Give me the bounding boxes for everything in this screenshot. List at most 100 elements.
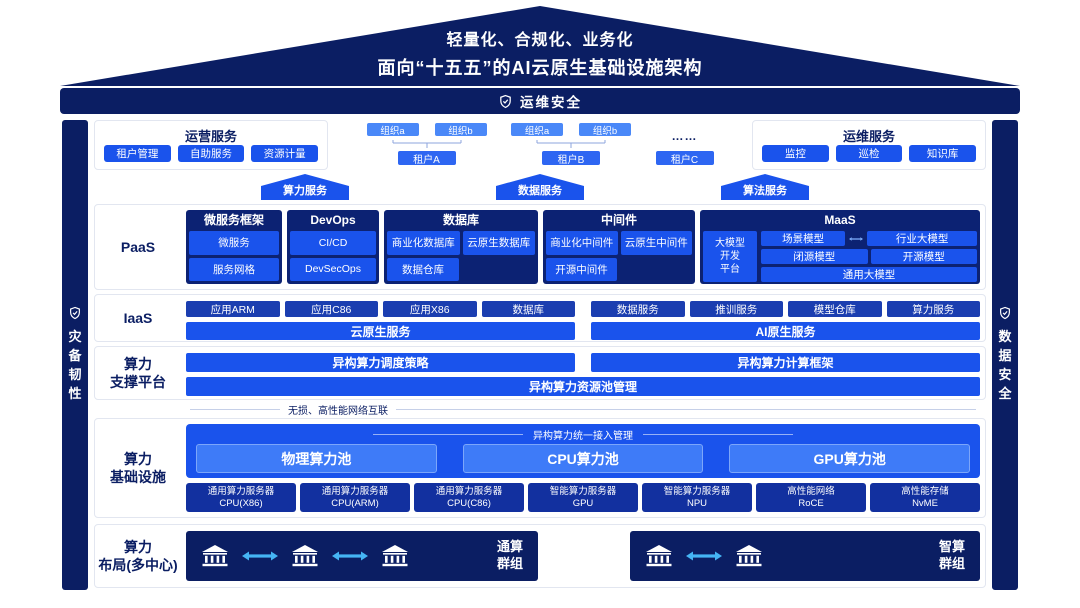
multi-center-row: 算力 布局(多中心) xyxy=(94,524,986,588)
divider-line xyxy=(190,408,280,410)
service-arrows-row: 算力服务 数据服务 算法服务 xyxy=(94,174,986,200)
scheduling-policy-bar: 异构算力调度策略 xyxy=(186,353,575,372)
server-spec-label: CPU(ARM) xyxy=(331,497,379,509)
data-service-arrow: 数据服务 xyxy=(496,174,584,200)
llm-dev-platform-line2: 开发 xyxy=(720,251,740,262)
datacenter-bank-icon xyxy=(380,544,410,568)
resource-metering-chip: 资源计量 xyxy=(251,145,319,162)
compute-platform-label: 算力 支撑平台 xyxy=(95,347,181,399)
open-source-model-chip: 开源模型 xyxy=(870,249,977,264)
devops-group: DevOps CI/CD DevSecOps xyxy=(287,210,379,284)
datacenter-bank-icon xyxy=(200,544,230,568)
org-connector-line xyxy=(511,139,631,148)
database-chip: 数据库 xyxy=(481,301,575,317)
maas-title: MaaS xyxy=(824,213,856,227)
microservice-framework-group: 微服务框架 微服务 服务网格 xyxy=(186,210,282,284)
server-spec-label: GPU xyxy=(572,497,594,509)
tenant-management-chip: 租户管理 xyxy=(104,145,171,162)
model-repository-chip: 模型仓库 xyxy=(788,301,882,317)
data-service-chip: 数据服务 xyxy=(591,301,685,317)
tenant-b-chip: 租户B xyxy=(542,151,600,166)
unified-access-caption: 异构算力统一接入管理 xyxy=(533,431,633,442)
compute-service-chip: 算力服务 xyxy=(886,301,980,317)
server-spec-label: RoCE xyxy=(798,497,824,509)
tenant-c-group: …… 租户C xyxy=(655,123,714,166)
iaas-label: IaaS xyxy=(123,309,153,326)
infrastructure-label-line1: 算力 xyxy=(124,450,152,467)
multi-center-label-line1: 算力 xyxy=(124,538,152,555)
middleware-group: 中间件 商业化中间件 云原生中间件 开源中间件 xyxy=(543,210,695,284)
opensource-middleware-chip: 开源中间件 xyxy=(546,257,617,281)
server-type-label: 通用算力服务器 xyxy=(321,485,389,497)
server-spec-label: NvME xyxy=(912,497,938,509)
tenant-c-chip: 租户C xyxy=(655,151,714,166)
double-arrow-icon xyxy=(242,551,278,561)
heterogeneous-compute-panel: 异构算力统一接入管理 物理算力池 CPU算力池 GPU算力池 xyxy=(186,424,980,478)
computing-framework-bar: 异构算力计算框架 xyxy=(591,353,980,372)
maas-group: MaaS 大模型 开发 平台 场景模型 xyxy=(700,210,980,284)
network-interconnect-caption: 无损、高性能网络互联 xyxy=(288,405,388,417)
infrastructure-row: 算力 基础设施 异构算力统一接入管理 物理算力池 CPU算力池 GPU算力池 xyxy=(94,418,986,518)
server-type-label: 通用算力服务器 xyxy=(435,485,503,497)
multi-center-label-line2: 布局(多中心) xyxy=(98,557,178,573)
server-npu-chip: 智能算力服务器 NPU xyxy=(642,483,752,512)
compute-platform-label-line2: 支撑平台 xyxy=(110,374,166,390)
server-gpu-chip: 智能算力服务器 GPU xyxy=(528,483,638,512)
server-type-label: 高性能存储 xyxy=(901,485,949,497)
cloud-native-middleware-chip: 云原生中间件 xyxy=(620,231,692,255)
org-b-chip: 组织b xyxy=(579,123,631,137)
storage-nvme-chip: 高性能存储 NvME xyxy=(870,483,980,512)
app-c86-chip: 应用C86 xyxy=(284,301,378,317)
inspection-chip: 巡检 xyxy=(835,145,903,162)
tenant-b-group: 组织a 组织b 租户B xyxy=(511,123,631,166)
data-security-bar: 数据安全 xyxy=(992,120,1018,590)
data-warehouse-chip: 数据仓库 xyxy=(387,257,459,281)
server-spec-label: NPU xyxy=(686,497,708,509)
server-cpu-arm-chip: 通用算力服务器 CPU(ARM) xyxy=(300,483,410,512)
disaster-resilience-bar: 灾备韧性 xyxy=(62,120,88,590)
network-interconnect-row: 无损、高性能网络互联 xyxy=(94,402,986,417)
paas-row: PaaS 微服务框架 微服务 服务网格 DevOps CI/CD DevSecO… xyxy=(94,204,986,290)
middleware-title: 中间件 xyxy=(600,213,637,227)
closed-source-model-chip: 闭源模型 xyxy=(761,249,868,264)
roof-title-line2: 面向“十五五”的AI云原生基础设施架构 xyxy=(377,58,703,78)
infrastructure-label: 算力 基础设施 xyxy=(95,419,181,517)
industry-model-chip: 行业大模型 xyxy=(867,231,977,246)
multi-center-label: 算力 布局(多中心) xyxy=(95,525,181,587)
swap-arrow-icon xyxy=(848,231,864,246)
self-service-chip: 自助服务 xyxy=(177,145,245,162)
microservice-framework-title: 微服务框架 xyxy=(203,213,264,227)
server-type-label: 高性能网络 xyxy=(787,485,835,497)
database-group: 数据库 商业化数据库 云原生数据库 数据仓库 xyxy=(384,210,538,284)
gpu-pool-box: GPU算力池 xyxy=(729,444,971,473)
algorithm-service-arrow: 算法服务 xyxy=(721,174,809,200)
ai-native-service-bar: AI原生服务 xyxy=(591,322,980,340)
compute-service-arrow: 算力服务 xyxy=(261,174,349,200)
data-security-label: 数据安全 xyxy=(998,329,1012,401)
main-content: 运营服务 租户管理 自助服务 资源计量 组织a 组织b 租户A xyxy=(94,120,986,588)
llm-dev-platform-box: 大模型 开发 平台 xyxy=(703,231,757,282)
ops-security-bar: 运维安全 xyxy=(60,88,1020,114)
maintenance-services-title: 运维服务 xyxy=(842,129,895,144)
roof-title: 轻量化、合规化、业务化 面向“十五五”的AI云原生基础设施架构 xyxy=(60,6,1020,86)
server-type-label: 智能算力服务器 xyxy=(549,485,617,497)
disaster-resilience-label: 灾备韧性 xyxy=(68,329,82,401)
paas-label: PaaS xyxy=(120,238,156,255)
app-arm-chip: 应用ARM xyxy=(186,301,280,317)
tenant-a-group: 组织a 组织b 租户A xyxy=(366,123,487,166)
server-cpu-c86-chip: 通用算力服务器 CPU(C86) xyxy=(414,483,524,512)
datacenter-bank-icon xyxy=(644,544,674,568)
maintenance-services-panel: 运维服务 监控 巡检 知识库 xyxy=(752,120,986,170)
bracket-line xyxy=(373,434,523,435)
intelligent-computing-group-panel: 智算群组 xyxy=(630,531,980,581)
datacenter-bank-icon xyxy=(290,544,320,568)
llm-dev-platform-line1: 大模型 xyxy=(715,238,745,249)
resource-pool-management-bar: 异构算力资源池管理 xyxy=(186,377,980,396)
bracket-line xyxy=(643,434,793,435)
intelligent-computing-group-label: 智算群组 xyxy=(938,539,965,571)
microservice-chip: 微服务 xyxy=(189,231,279,255)
general-computing-group-panel: 通算群组 xyxy=(186,531,538,581)
ops-security-label: 运维安全 xyxy=(520,95,582,110)
llm-dev-platform-line3: 平台 xyxy=(720,264,740,275)
server-cpu-x86-chip: 通用算力服务器 CPU(X86) xyxy=(186,483,296,512)
